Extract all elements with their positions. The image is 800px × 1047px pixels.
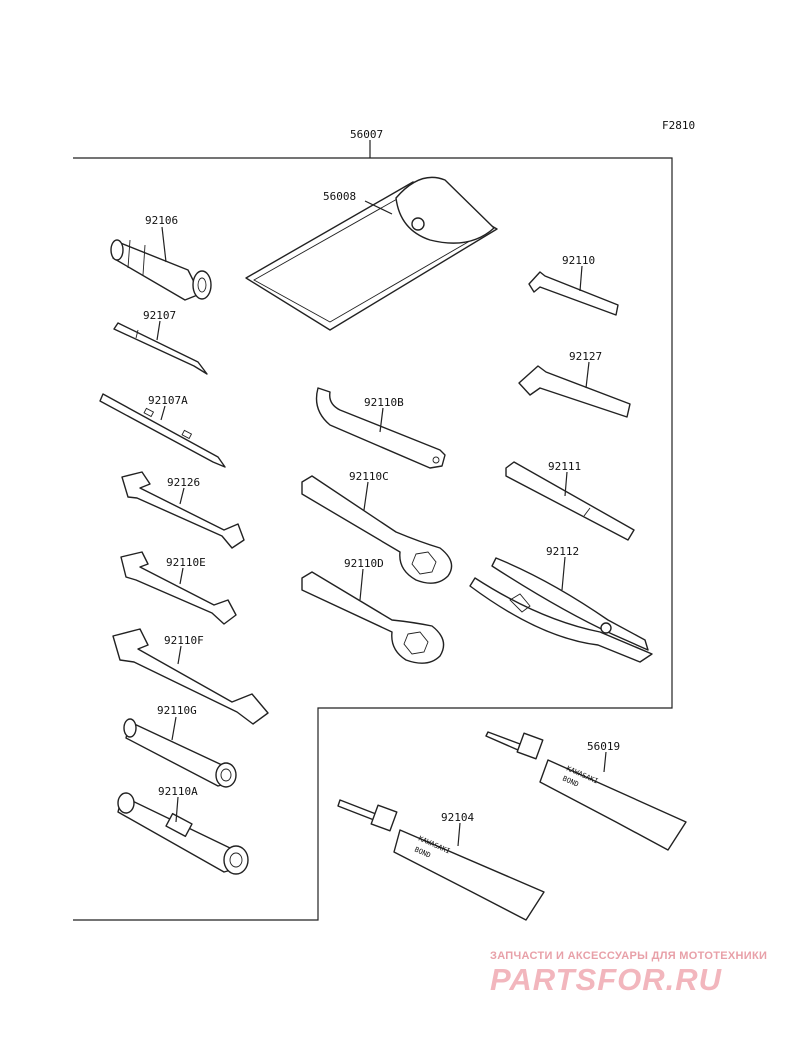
leader-92127	[585, 361, 590, 389]
label-92112: 92112	[546, 545, 579, 558]
box-socket-92110G	[123, 718, 237, 788]
leader-92110E	[179, 567, 184, 585]
hex-key-92110	[528, 271, 619, 316]
wrench-92110F	[112, 628, 269, 725]
label-92107A: 92107A	[148, 394, 188, 407]
ring-wrench-92110D	[301, 571, 445, 664]
plug-socket	[110, 239, 212, 301]
leader-92110G	[171, 716, 177, 741]
label-92104: 92104	[441, 811, 474, 824]
hex-key-92127	[518, 365, 631, 418]
leader-92110B	[379, 407, 384, 433]
leader-92110D	[359, 568, 364, 601]
screwdriver-bit	[113, 322, 208, 375]
label-92110F: 92110F	[164, 634, 204, 647]
screwdriver	[99, 393, 226, 468]
pliers	[469, 557, 653, 663]
leader-56008	[364, 200, 393, 215]
label-56008: 56008	[323, 190, 356, 203]
bond-tube-56019: KAWASAKI BOND	[485, 731, 687, 851]
ring-wrench-92110C	[301, 475, 453, 584]
leader-92107	[156, 320, 161, 341]
leader-92107A	[160, 405, 166, 421]
label-92126: 92126	[167, 476, 200, 489]
leader-56019	[603, 751, 607, 773]
leader-92106	[161, 226, 167, 263]
wrench-92110E	[120, 551, 237, 625]
leader-92110A	[175, 796, 179, 823]
leader-92110C	[363, 481, 369, 511]
leader-92126	[179, 487, 185, 505]
label-92107: 92107	[143, 309, 176, 322]
kit-frame	[73, 157, 673, 921]
watermark-tagline: ЗАПЧАСТИ И АКСЕССУАРЫ ДЛЯ МОТОТЕХНИКИ	[490, 950, 768, 962]
box-socket-92110A	[117, 792, 249, 875]
label-56019: 56019	[587, 740, 620, 753]
label-92110E: 92110E	[166, 556, 206, 569]
label-92106: 92106	[145, 214, 178, 227]
label-92110G: 92110G	[157, 704, 197, 717]
figure-code: F2810	[662, 119, 695, 132]
label-92110D: 92110D	[344, 557, 384, 570]
tool-pouch	[245, 176, 498, 331]
leader-92110	[579, 265, 583, 292]
leader-92104	[457, 822, 461, 847]
label-92127: 92127	[569, 350, 602, 363]
watermark-logo: PARTSFOR.RU	[490, 962, 723, 997]
label-92110A: 92110A	[158, 785, 198, 798]
leader-92112	[561, 556, 566, 591]
label-92110C: 92110C	[349, 470, 389, 483]
bond-tube-92104: KAWASAKI BOND	[337, 799, 545, 921]
wrench-92126	[121, 471, 245, 549]
label-92111: 92111	[548, 460, 581, 473]
label-56007: 56007	[350, 128, 383, 141]
label-92110: 92110	[562, 254, 595, 267]
handle-bar	[505, 461, 635, 541]
leader-92111	[564, 471, 568, 497]
label-92110B: 92110B	[364, 396, 404, 409]
leader-92110F	[177, 645, 182, 665]
